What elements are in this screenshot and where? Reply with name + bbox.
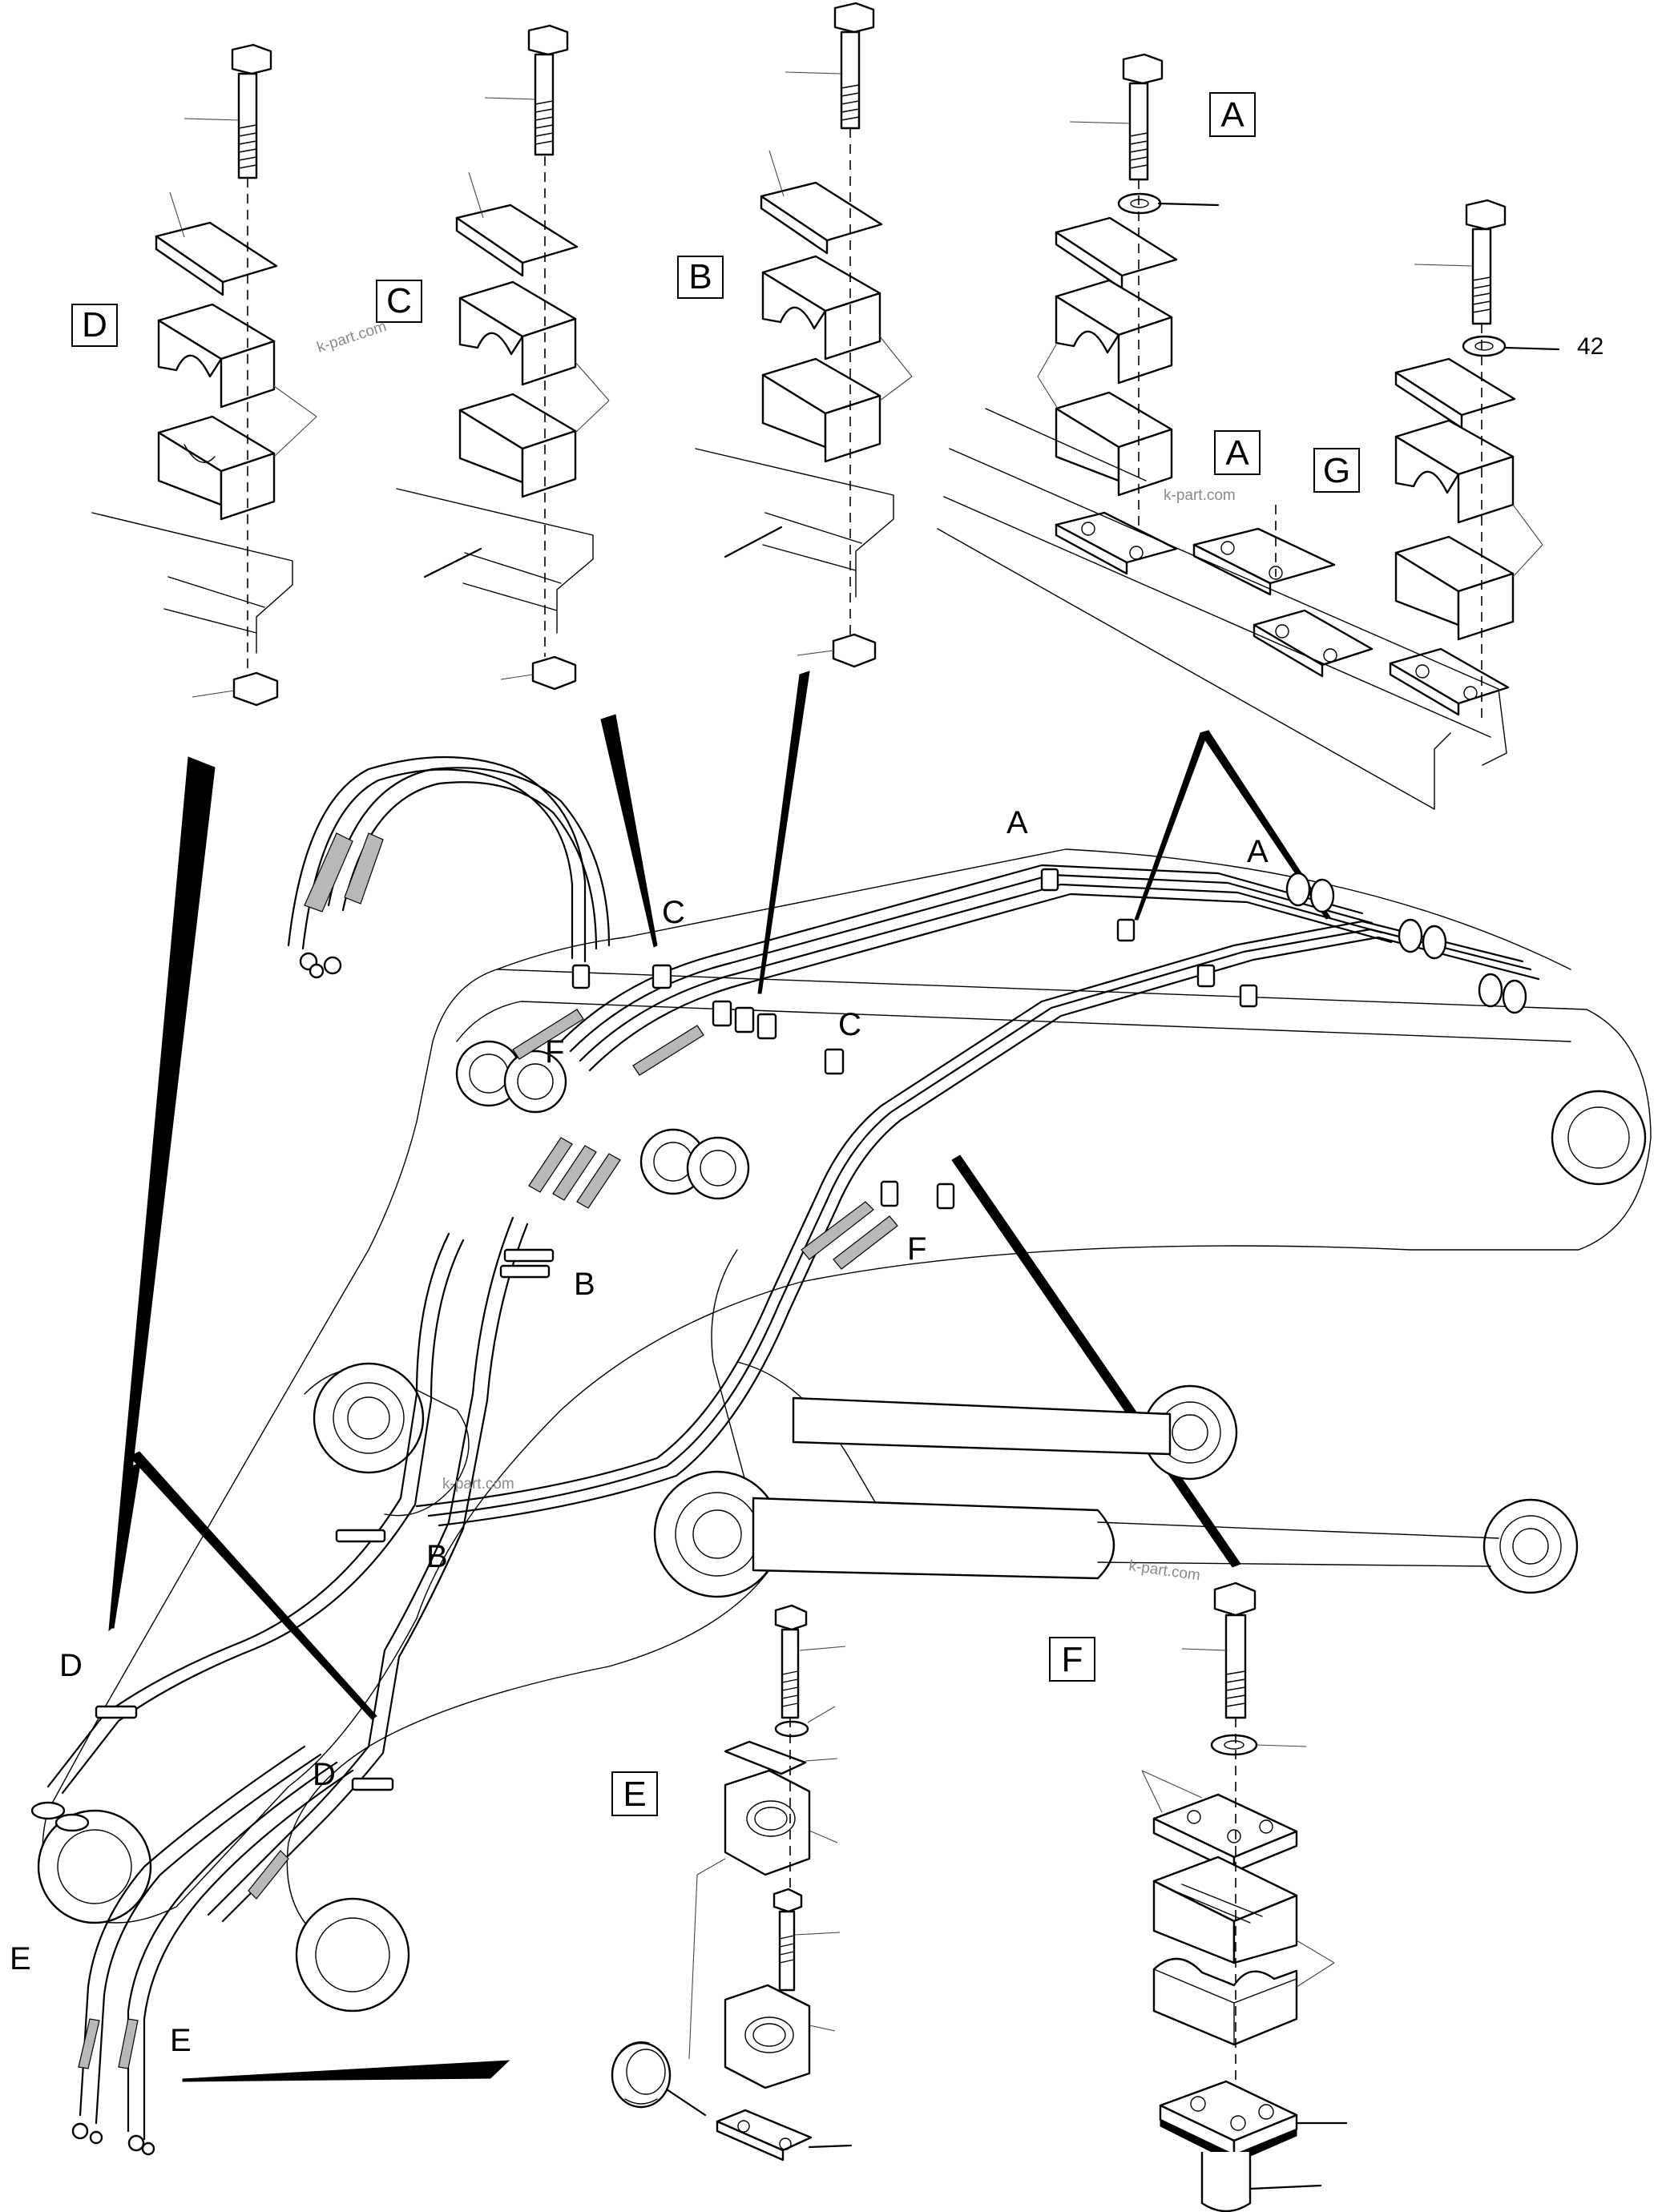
detail-g-clamp-assembly — [1394, 199, 1560, 721]
assembly-callouts: A A C C F F B B D D E E — [10, 805, 1269, 2058]
detail-label-boxes: D C B A A G E F — [71, 92, 1360, 1816]
callout-d-1: D — [59, 1648, 83, 1683]
leader-wedges — [108, 671, 1331, 2082]
label-a-top: A — [1220, 95, 1244, 135]
box-a-top — [1209, 92, 1256, 137]
watermark-2: k-part.com — [1164, 487, 1236, 504]
callout-b-2: B — [426, 1539, 448, 1574]
callout-a-2: A — [1247, 834, 1269, 869]
detail-f-clamp-assembly — [1141, 1581, 1348, 2212]
label-c: C — [386, 281, 412, 320]
callout-c-1: C — [662, 895, 685, 930]
callout-e-1: E — [10, 1941, 31, 1976]
label-b: B — [688, 257, 712, 296]
box-b — [677, 256, 724, 299]
label-a-mid: A — [1225, 433, 1249, 473]
box-d — [71, 304, 118, 347]
partial-part-number: 42 — [1577, 333, 1603, 360]
label-f: F — [1062, 1640, 1083, 1679]
box-g — [1313, 448, 1360, 493]
callout-c-2: C — [838, 1007, 861, 1042]
callout-b-1: B — [574, 1267, 595, 1302]
detail-d-clamp-assembly — [91, 43, 317, 707]
label-e: E — [623, 1775, 646, 1814]
watermark-3: k-part.com — [442, 1476, 514, 1493]
label-g: G — [1323, 451, 1350, 490]
detail-c-clamp-assembly — [396, 24, 610, 691]
detail-a-clamp-assembly — [937, 53, 1510, 810]
boom-and-arm-assembly — [30, 755, 1652, 2156]
detail-b-clamp-assembly — [695, 2, 913, 668]
callout-e-2: E — [170, 2023, 192, 2058]
callout-d-2: D — [313, 1757, 336, 1792]
callout-f-2: F — [907, 1231, 926, 1267]
callout-a-1: A — [1006, 805, 1028, 840]
label-d: D — [82, 305, 107, 344]
box-e — [611, 1771, 658, 1816]
box-a-mid — [1214, 430, 1261, 475]
callout-f-1: F — [545, 1034, 564, 1070]
box-f — [1049, 1637, 1095, 1682]
watermark-4: k-part.com — [1127, 1557, 1201, 1584]
detail-e-clamp-assembly — [611, 1604, 853, 2162]
box-c — [376, 280, 422, 323]
watermark-1: k-part.com — [315, 318, 389, 357]
